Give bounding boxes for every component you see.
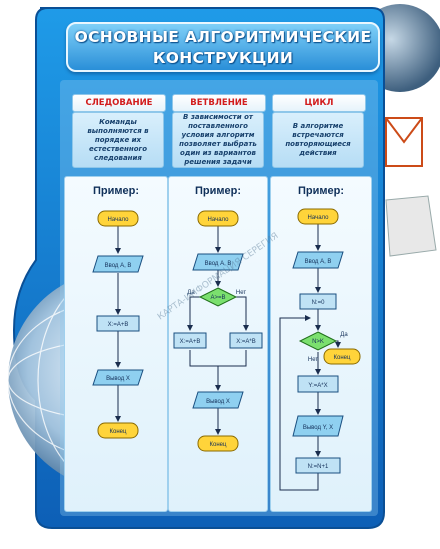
end-label: Конец	[334, 355, 351, 361]
output-label: Вывод Х	[206, 399, 230, 405]
increment-label: N:=N+1	[308, 464, 329, 470]
condition-node	[198, 287, 238, 307]
branch-yes-label: Х:=А+В	[180, 339, 201, 345]
yes-label: Да	[187, 290, 195, 296]
start-node	[297, 208, 339, 225]
description-sequence: Команды выполняются в порядке их естеств…	[72, 112, 164, 168]
output-label: Вывод Х	[106, 376, 130, 382]
input-label: Ввод А, В	[305, 259, 332, 265]
heading-loop: ЦИКЛ	[272, 94, 366, 112]
no-label: Нет	[236, 290, 246, 296]
input-node	[192, 253, 244, 271]
branch-no-node	[229, 332, 263, 349]
poster-title: ОСНОВНЫЕ АЛГОРИТМИЧЕСКИЕ КОНСТРУКЦИИ	[66, 22, 380, 72]
input-label: Ввод А, В	[105, 263, 132, 269]
process-label: Х:=А+В	[108, 322, 129, 328]
heading-sequence: СЛЕДОВАНИЕ	[72, 94, 166, 112]
heading-branching: ВЕТВЛЕНИЕ	[172, 94, 266, 112]
input-node	[92, 255, 144, 273]
condition-label: N>K	[312, 339, 324, 345]
output-label: Вывод Y, X	[303, 425, 333, 431]
output-node	[192, 391, 244, 409]
condition-label: А>=В	[210, 295, 225, 301]
description-branching: В зависимости от поставленного условия а…	[172, 112, 264, 168]
yes-label: Да	[340, 332, 348, 338]
start-node	[97, 210, 139, 227]
title-line2: КОНСТРУКЦИИ	[152, 49, 294, 67]
flow-sequence: Начало Ввод А, В Х:=А+В Вывод Х Конец	[92, 210, 144, 439]
increment-node	[295, 457, 341, 474]
example-label: Пример:	[194, 185, 242, 197]
start-label: Начало	[308, 215, 330, 221]
input-node	[292, 251, 344, 269]
process-node	[96, 315, 140, 332]
input-label: Ввод А, В	[205, 261, 232, 267]
output-node	[92, 369, 144, 386]
end-label: Конец	[110, 429, 127, 435]
flow-connectors	[115, 224, 341, 491]
init-node	[299, 293, 337, 310]
body-node	[297, 375, 339, 393]
start-node	[197, 210, 239, 227]
flow-branching: Начало Ввод А, В А>=В Да Нет Х:=А+В Х:=А…	[173, 210, 263, 452]
start-label: Начало	[208, 217, 230, 223]
no-label: Нет	[308, 357, 318, 363]
start-label: Начало	[108, 217, 130, 223]
init-label: N:=0	[312, 300, 326, 306]
example-label: Пример:	[92, 185, 140, 197]
condition-node	[298, 331, 338, 351]
output-node	[292, 415, 344, 437]
end-node	[97, 422, 139, 439]
example-label: Пример:	[297, 185, 345, 197]
branch-yes-node	[173, 332, 207, 349]
branch-no-label: Х:=А*В	[236, 339, 256, 345]
description-loop: В алгоритме встречаются повторяющиеся де…	[272, 112, 364, 168]
example-panel-sequence: Пример:	[64, 176, 168, 512]
body-label: Y:=A*X	[308, 383, 327, 389]
end-node	[197, 435, 239, 452]
end-node	[323, 348, 361, 365]
title-line1: ОСНОВНЫЕ АЛГОРИТМИЧЕСКИЕ	[74, 28, 372, 46]
flow-loop: Начало Ввод А, В N:=0 N>K Да Нет Конец Y…	[292, 208, 361, 474]
end-label: Конец	[210, 442, 227, 448]
